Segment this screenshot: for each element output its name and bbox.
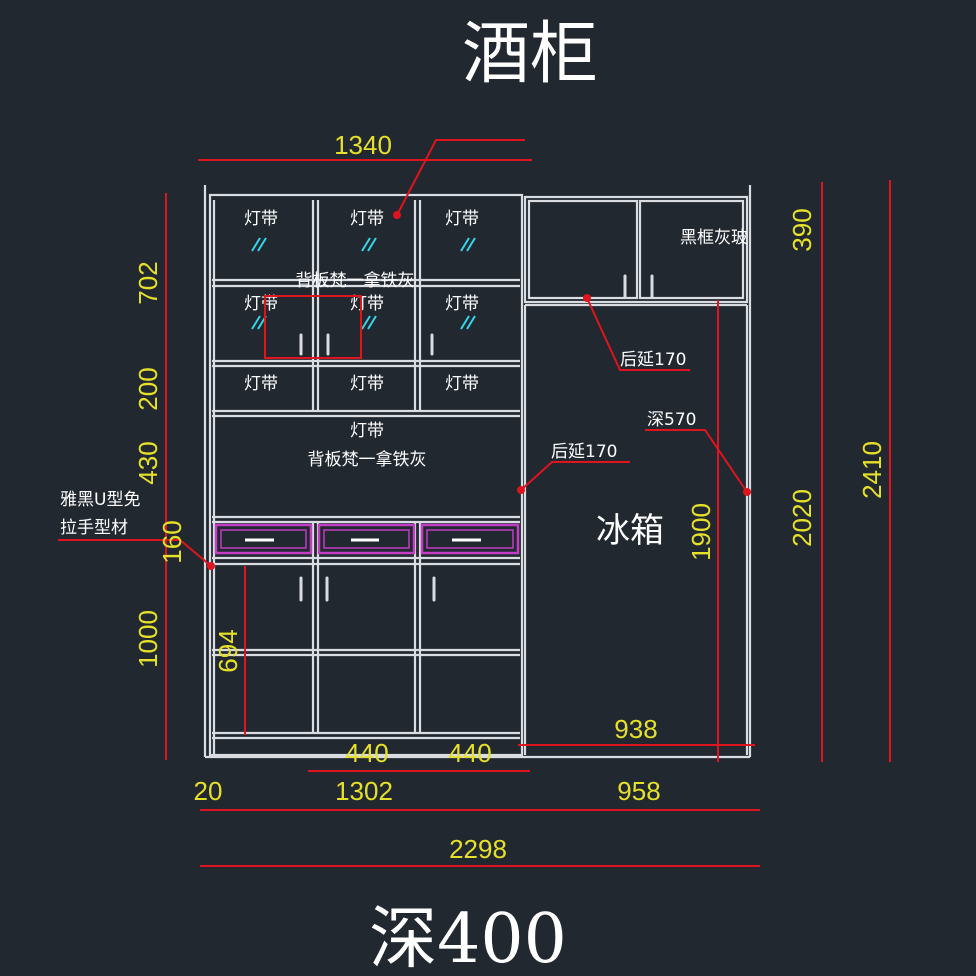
cabinet-body xyxy=(203,185,752,759)
rear-offset-label-2: 后延170 xyxy=(551,442,617,462)
depth-footer: 深400 xyxy=(369,900,567,976)
depth-570-label: 深570 xyxy=(647,410,696,430)
dim-fridge-height: 1900 xyxy=(686,503,716,561)
light-label: 灯带 xyxy=(244,374,278,394)
light-label: 灯带 xyxy=(445,294,479,314)
rear-offset-label-1: 后延170 xyxy=(620,350,686,370)
leader-lines xyxy=(58,139,751,570)
light-label: 灯带 xyxy=(350,209,384,229)
drawing-title: 酒柜 xyxy=(462,15,598,94)
light-label: 灯带 xyxy=(244,209,278,229)
light-label: 灯带 xyxy=(244,294,278,314)
light-label: 灯带 xyxy=(350,294,384,314)
light-label: 灯带 xyxy=(350,421,384,441)
door-handles xyxy=(299,274,654,602)
dim-shelf-height: 200 xyxy=(133,367,163,410)
dim-fridge-width: 938 xyxy=(614,714,657,744)
light-label: 灯带 xyxy=(445,374,479,394)
dim-door-b: 440 xyxy=(448,738,491,768)
dim-inner-height: 694 xyxy=(213,629,243,672)
dim-side: 20 xyxy=(194,776,223,806)
light-labels: 灯带 灯带 灯带 灯带 灯带 灯带 灯带 灯带 灯带 灯带 xyxy=(244,209,479,441)
dim-drawer-height: 160 xyxy=(157,520,187,563)
dim-top-width: 1340 xyxy=(334,130,392,160)
dim-right-width: 958 xyxy=(617,776,660,806)
dim-door-a: 440 xyxy=(345,738,388,768)
dim-total-height: 2410 xyxy=(857,441,887,499)
backboard-mid-label: 背板梵一拿铁灰 xyxy=(308,449,427,470)
dim-left-width: 1302 xyxy=(335,776,393,806)
drawers xyxy=(214,523,520,555)
black-frame-label: 黑框灰玻 xyxy=(680,228,748,248)
handle-note-line1: 雅黑U型免 xyxy=(60,490,140,510)
dimension-lines xyxy=(165,159,891,867)
dim-total-width: 2298 xyxy=(449,834,507,864)
light-label: 灯带 xyxy=(445,209,479,229)
dim-upper-height: 702 xyxy=(133,261,163,304)
light-label: 灯带 xyxy=(350,374,384,394)
glass-marks xyxy=(251,237,476,330)
dim-right-top: 390 xyxy=(787,208,817,251)
handle-note-line2: 拉手型材 xyxy=(60,518,128,538)
backboard-top-label: 背板梵一拿铁灰 xyxy=(296,270,415,291)
dim-right-lower: 2020 xyxy=(787,489,817,547)
dim-base-height: 1000 xyxy=(133,610,163,668)
fridge-label: 冰箱 xyxy=(596,511,664,551)
dim-open-height: 430 xyxy=(133,441,163,484)
